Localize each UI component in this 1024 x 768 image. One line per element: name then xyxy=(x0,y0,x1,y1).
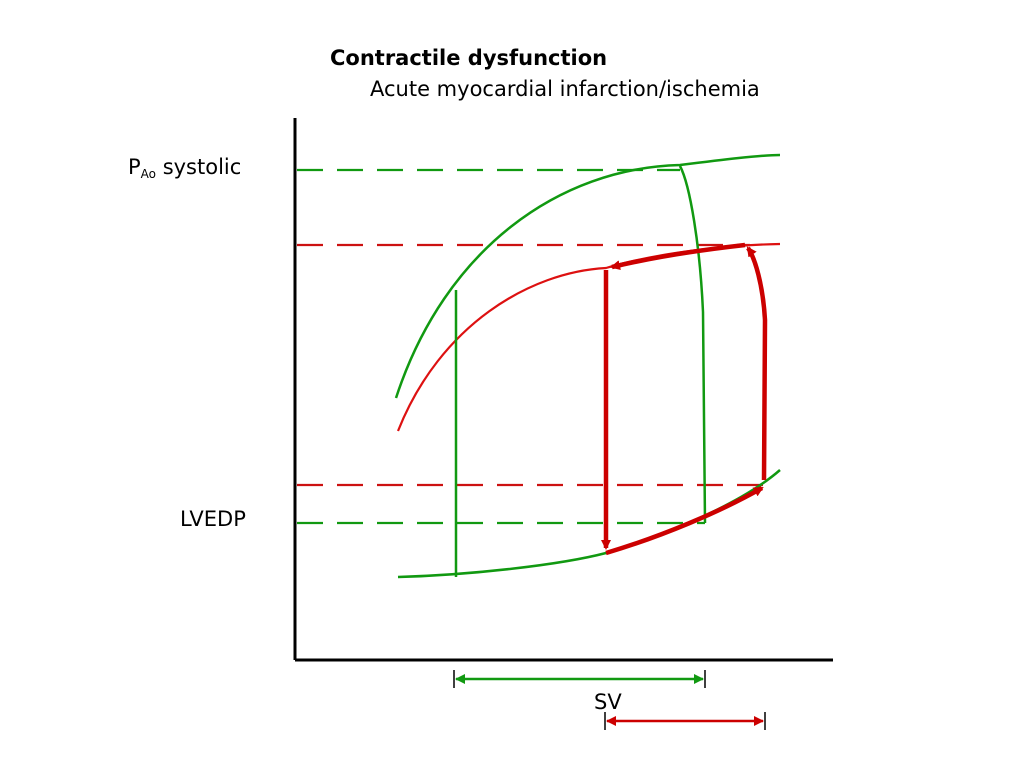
stroke-volume-label: SV xyxy=(594,690,622,714)
diagram-subtitle: Acute myocardial infarction/ischemia xyxy=(370,77,760,101)
lvedp-label: LVEDP xyxy=(180,507,246,531)
pao-label-subscript: Ao xyxy=(140,167,157,181)
pao-systolic-label: PAo systolic xyxy=(128,155,241,181)
pao-label-suffix: systolic xyxy=(156,155,242,179)
diagram-title: Contractile dysfunction xyxy=(330,46,608,70)
dysfunction-isovolumic-contraction-arrow xyxy=(746,246,768,481)
dysfunction-ejection-arrow xyxy=(610,242,746,271)
dysfunction-filling-arrow xyxy=(605,486,764,556)
normal-isovolumic-contraction-line xyxy=(678,165,707,524)
normal-espvr-curve xyxy=(394,153,781,399)
pao-label-main: P xyxy=(128,155,141,179)
